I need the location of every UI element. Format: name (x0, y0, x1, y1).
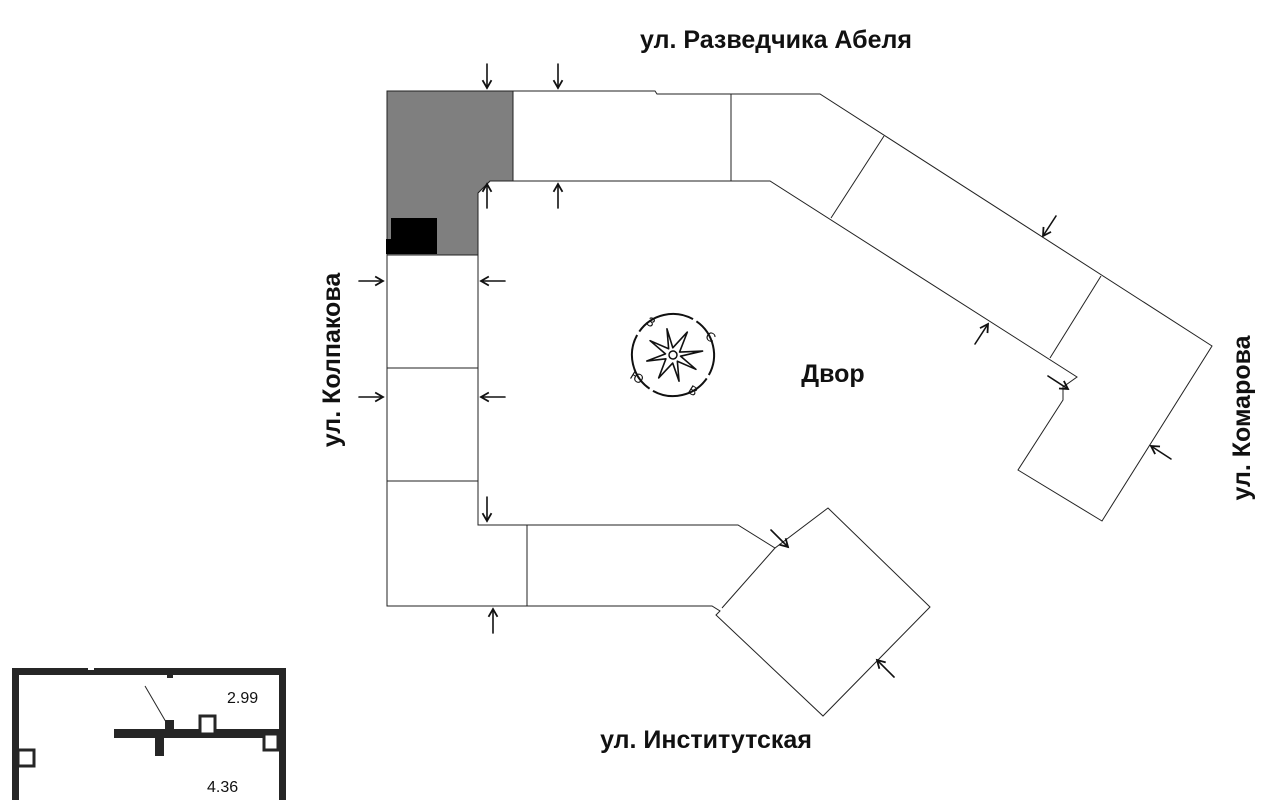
street-label-south: ул. Институтская (600, 726, 812, 754)
street-label-west: ул. Колпакова (318, 272, 346, 448)
mini-plan-fixture (262, 732, 280, 752)
selected-unit-marker-step (386, 239, 394, 254)
entrance-arrows (358, 63, 1172, 678)
building-west-wing (386, 254, 931, 717)
entrance-arrow (1042, 215, 1057, 238)
room-area-1: 2.99 (227, 690, 258, 707)
yard-label: Двор (801, 360, 864, 388)
building-complex (386, 90, 1213, 717)
room-area-2: 4.36 (207, 779, 238, 796)
entrance-arrow (875, 658, 895, 678)
mini-plan-fixture (198, 714, 217, 736)
entrance-arrow (770, 529, 790, 549)
street-label-east: ул. Комарова (1228, 334, 1256, 500)
mini-floor-plan: 2.99 4.36 (12, 666, 286, 800)
compass-west: З (644, 313, 659, 330)
entrance-arrow (974, 322, 989, 345)
mini-plan-fixture (16, 748, 36, 768)
section-divider (721, 547, 776, 609)
selected-unit-marker[interactable] (391, 218, 437, 254)
entrance-arrow (1149, 445, 1172, 460)
entrance-arrow (1047, 375, 1070, 390)
section-divider (1049, 275, 1102, 359)
section-divider (830, 135, 885, 219)
street-label-north: ул. Разведчика Абеля (640, 26, 912, 54)
compass-rose: С В Ю З (628, 312, 719, 399)
compass-east: В (685, 382, 700, 399)
